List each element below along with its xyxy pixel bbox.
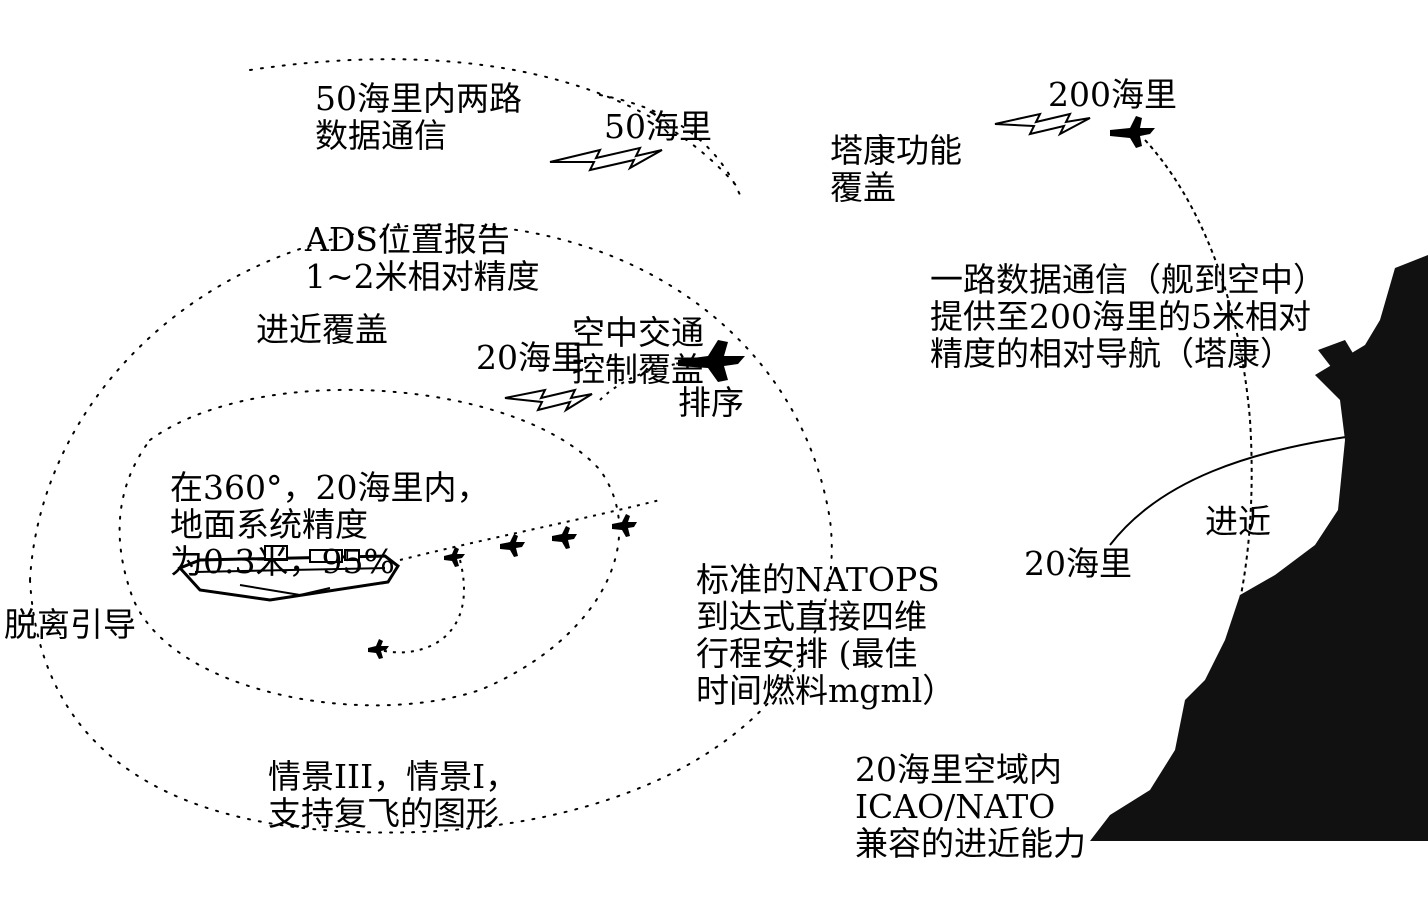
atc-approach-path xyxy=(599,359,721,401)
upper-right-arc xyxy=(599,94,741,196)
upper-coverage-arc xyxy=(249,58,741,191)
aircraft-carrier-icon xyxy=(177,545,400,602)
fighter-jet-icon xyxy=(1110,116,1155,148)
fighter-jet-icon xyxy=(368,639,389,659)
label-20nm-right: 20海里 xyxy=(1024,544,1132,583)
departure-loop-path xyxy=(379,559,465,654)
fighter-jet-icon xyxy=(612,514,637,537)
label-atc-coverage: 空中交通控制覆盖 xyxy=(572,313,704,389)
fighter-jet-icon xyxy=(500,534,525,557)
outer-coverage-ring xyxy=(29,223,833,834)
label-tacan-coverage: 塔康功能覆盖 xyxy=(830,131,962,207)
lightning-datalink-icon xyxy=(504,388,593,413)
label-20nm-left: 20海里 xyxy=(476,338,584,377)
label-sequencing: 排序 xyxy=(678,383,744,422)
coastline-shape xyxy=(1090,255,1428,841)
label-datalink-200nm: 一路数据通信（舰到空中）提供至200海里的5米相对精度的相对导航（塔康） xyxy=(930,260,1326,373)
label-approach: 进近 xyxy=(1205,502,1271,541)
fighter-jet-icon xyxy=(444,547,465,567)
fighter-jet-icon xyxy=(678,340,745,382)
tacan-approach-path xyxy=(1144,139,1253,601)
lightning-datalink-icon xyxy=(994,112,1091,137)
final-approach-path xyxy=(1109,434,1361,546)
diagram-canvas xyxy=(29,58,1428,841)
label-case-graphics: 情景III，情景I，支持复飞的图形 xyxy=(268,757,519,833)
label-200nm: 200海里 xyxy=(1048,75,1177,114)
sequencing-path xyxy=(399,499,661,561)
label-approach-coverage: 进近覆盖 xyxy=(256,310,388,349)
label-ground-accuracy: 在360°，20海里内，地面系统精度为0.3米，95% xyxy=(170,468,490,581)
label-departure-guidance: 脱离引导 xyxy=(4,605,136,644)
coastline-notch xyxy=(1318,340,1360,372)
fighter-jet-icon xyxy=(552,526,577,549)
lightning-datalink-icon xyxy=(549,146,663,172)
label-datalink-50nm: 50海里内两路数据通信 xyxy=(315,79,522,155)
label-50nm: 50海里 xyxy=(604,107,712,146)
